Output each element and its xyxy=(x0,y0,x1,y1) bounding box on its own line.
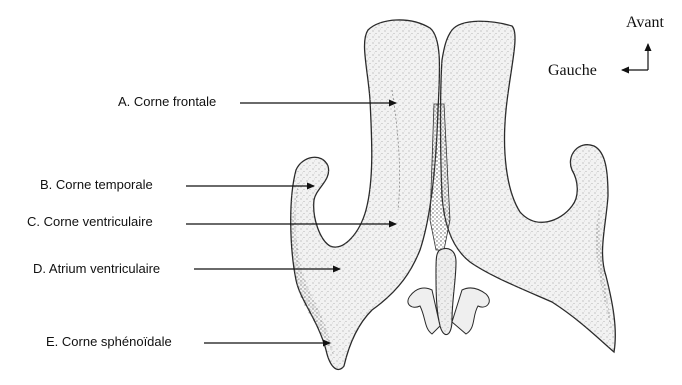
label-sphenoidal-horn: E. Corne sphénoïdale xyxy=(46,334,172,350)
orientation-left-label: Gauche xyxy=(548,62,597,80)
label-frontal-horn: A. Corne frontale xyxy=(118,94,216,110)
left-ventricle-shape xyxy=(291,20,440,370)
label-ventricular-atrium: D. Atrium ventriculaire xyxy=(33,261,160,277)
label-ventricular-horn: C. Corne ventriculaire xyxy=(27,214,153,230)
orientation-front-label: Avant xyxy=(626,14,664,32)
orientation-indicator xyxy=(622,44,648,70)
label-temporal-horn: B. Corne temporale xyxy=(40,177,153,193)
